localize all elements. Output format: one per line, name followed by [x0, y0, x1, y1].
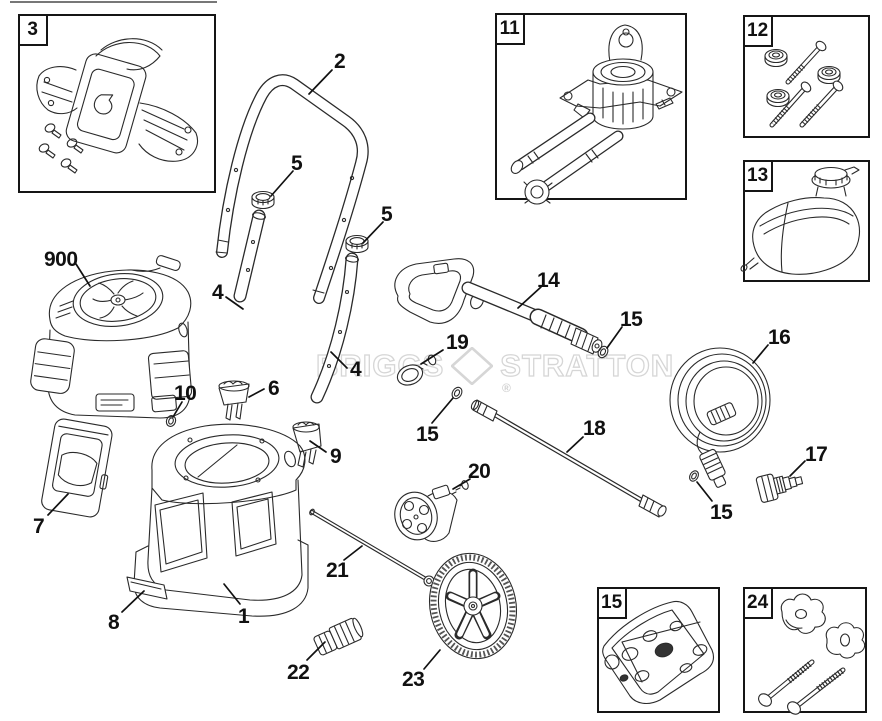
- callout-5-upper: 5: [291, 152, 303, 175]
- callout-900: 900: [44, 248, 78, 271]
- callout-2: 2: [334, 50, 346, 73]
- inset-box-11-number: 11: [494, 12, 525, 45]
- callout-17: 17: [805, 443, 828, 466]
- foot-pad-drawing: [126, 576, 168, 600]
- inset-box-11: 11: [494, 12, 687, 200]
- callout-22: 22: [287, 661, 310, 684]
- hose-fitting-drawing: [313, 617, 364, 656]
- callout-16: 16: [768, 326, 791, 349]
- callout-10: 10: [174, 382, 197, 405]
- adjustable-nozzle-drawing: [394, 480, 469, 542]
- callout-4-right: 4: [350, 358, 362, 381]
- inset-box-3-number: 3: [17, 13, 48, 46]
- watermark-brand-left: BRIGGS: [315, 347, 445, 383]
- brand-diamond-logo: [451, 347, 494, 385]
- inset-box-3: 3: [17, 13, 216, 193]
- callout-15-wand: 15: [416, 423, 439, 446]
- inset-box-24: 24: [742, 586, 867, 713]
- callout-7: 7: [33, 515, 45, 538]
- callout-1: 1: [238, 605, 250, 628]
- inset-box-13: 13: [742, 159, 870, 282]
- wheel-drawing: [428, 552, 518, 660]
- callout-20: 20: [468, 460, 491, 483]
- spray-gun-drawing: [394, 258, 603, 355]
- callout-21: 21: [326, 559, 349, 582]
- registered-mark: ®: [502, 381, 511, 395]
- callout-23: 23: [402, 668, 425, 691]
- handle-drawing: [215, 74, 369, 304]
- hose-drawing: [669, 347, 771, 488]
- wand-drawing: [470, 399, 667, 518]
- inset-box-12-number: 12: [742, 14, 773, 47]
- panel-drawing: [41, 418, 113, 518]
- callout-18: 18: [583, 417, 606, 440]
- callout-15-gun: 15: [620, 308, 643, 331]
- callout-14: 14: [537, 269, 560, 292]
- callout-15-hose: 15: [710, 501, 733, 524]
- callout-5-lower: 5: [381, 203, 393, 226]
- watermark-brand-right: STRATTON: [500, 347, 675, 383]
- callout-19: 19: [446, 331, 469, 354]
- callout-4-left: 4: [212, 281, 224, 304]
- inset-box-15: 15: [596, 586, 720, 713]
- retainer-ring-drawing: [165, 415, 177, 427]
- brand-watermark: BRIGGS STRATTON: [315, 347, 675, 385]
- inset-box-15-number: 15: [596, 586, 627, 619]
- callout-8: 8: [108, 611, 120, 634]
- callout-6: 6: [268, 377, 280, 400]
- adapter-fitting-drawing: [755, 473, 804, 503]
- engine-drawing: [30, 255, 193, 419]
- base-housing-drawing: [133, 423, 309, 617]
- inset-box-12: 12: [742, 14, 870, 138]
- handle-cap-drawing: [251, 190, 369, 254]
- callout-9: 9: [330, 445, 342, 468]
- inset-box-13-number: 13: [742, 159, 773, 192]
- inset-box-24-number: 24: [742, 586, 773, 619]
